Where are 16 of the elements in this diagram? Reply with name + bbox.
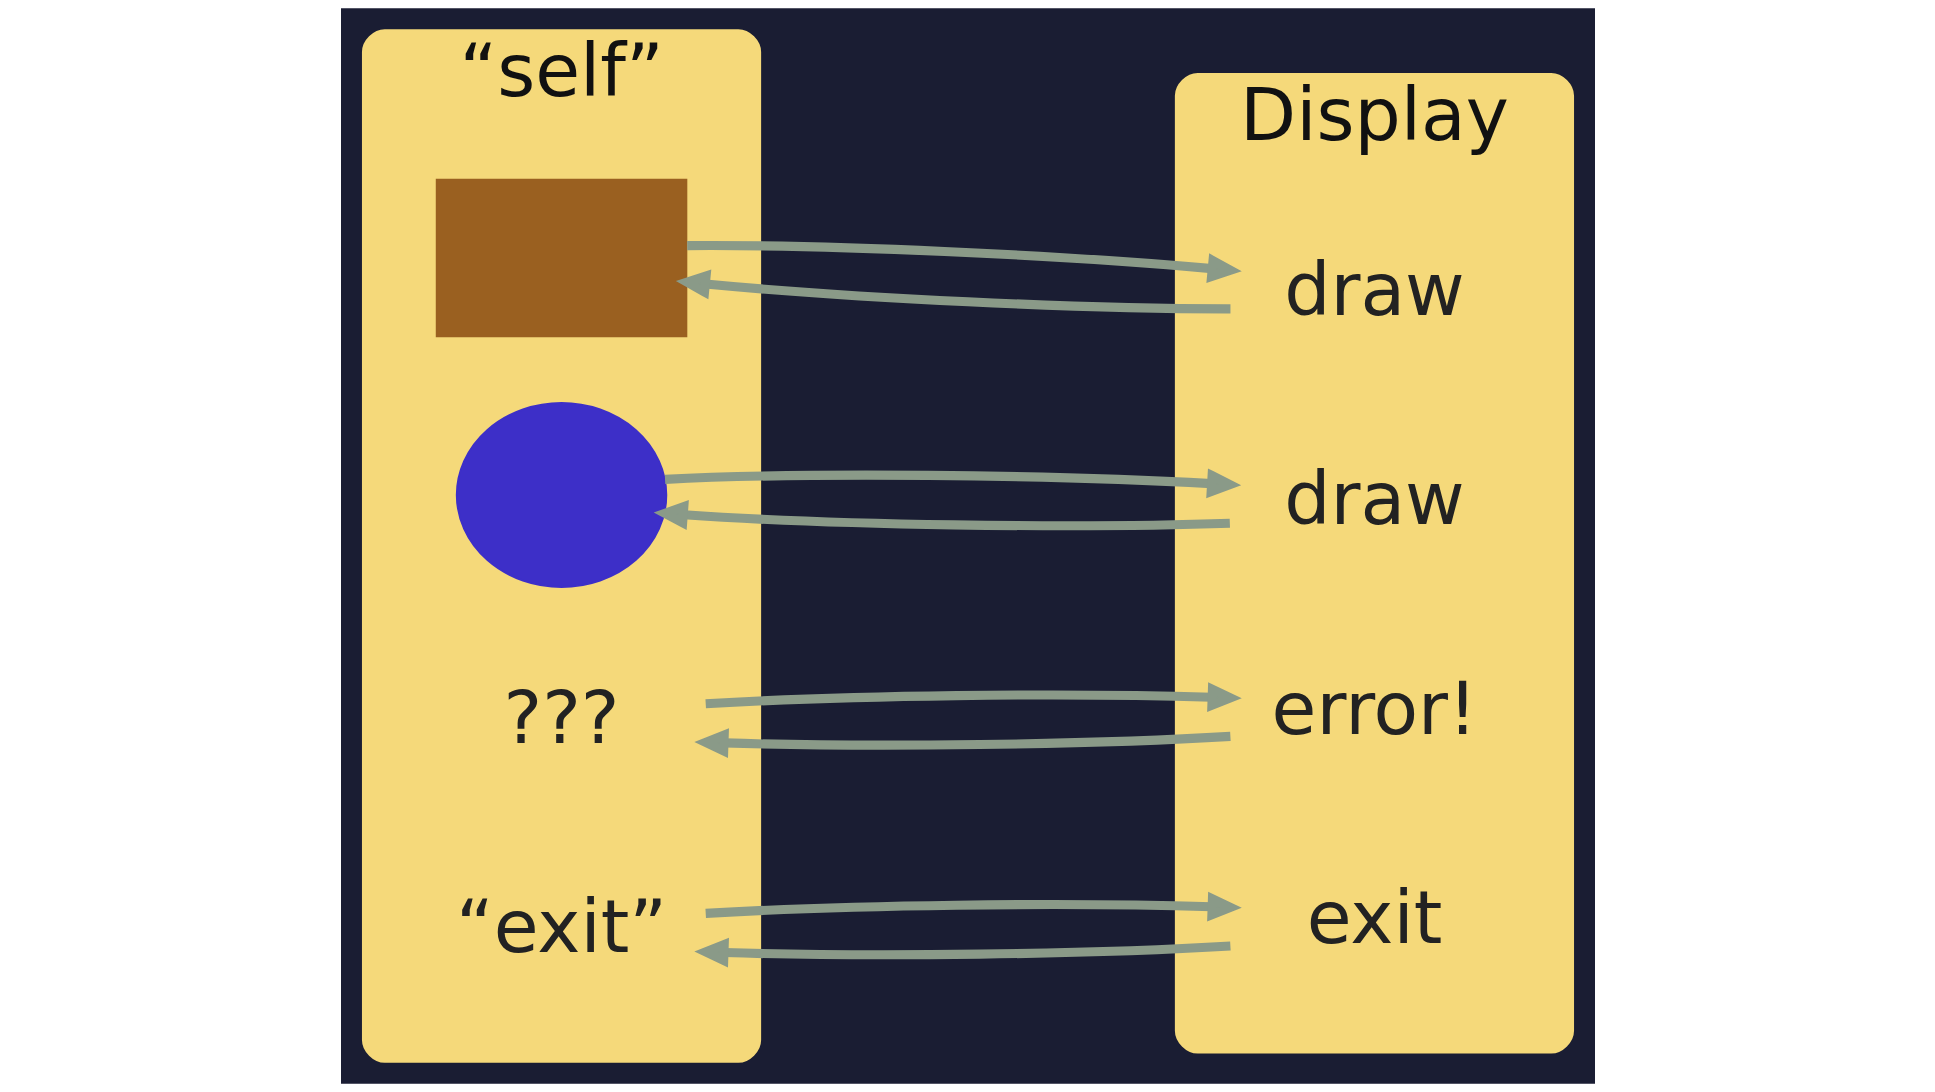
node-text: “exit” (455, 884, 667, 970)
arrow (664, 468, 1241, 499)
node-text: ??? (503, 674, 620, 760)
arrow (686, 240, 1242, 284)
arrow (653, 500, 1230, 531)
node-text: draw (1283, 246, 1465, 332)
node-text: exit (1306, 875, 1442, 961)
arrow (693, 728, 1231, 758)
node-text: error! (1271, 665, 1477, 751)
arrow (705, 682, 1242, 712)
arrow (704, 891, 1242, 922)
node-circle (455, 402, 667, 588)
node-text: draw (1283, 456, 1465, 542)
node-box (435, 178, 687, 338)
arrow (693, 937, 1231, 968)
arrow (675, 269, 1230, 314)
